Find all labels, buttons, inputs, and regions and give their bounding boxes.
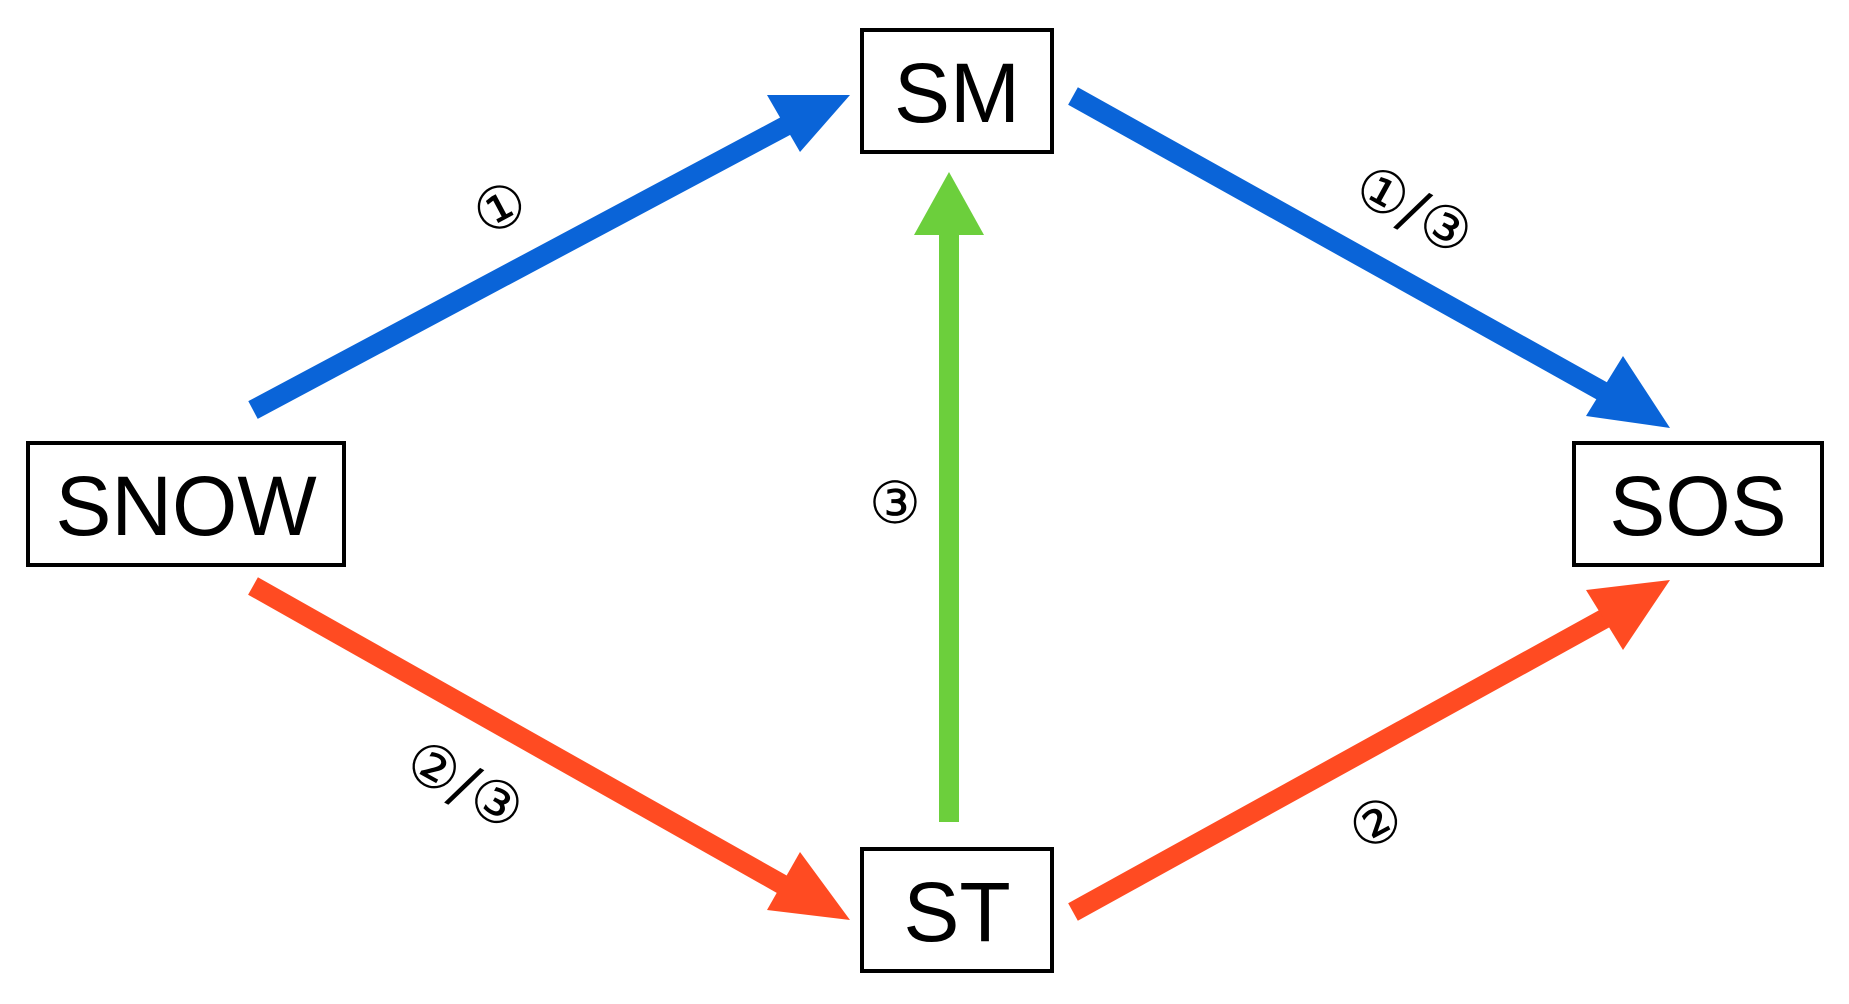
edge-sm-to-sos-arrowhead bbox=[1586, 356, 1670, 428]
edge-st-to-sm bbox=[914, 172, 984, 822]
node-st: ST bbox=[860, 847, 1054, 973]
node-sos-label: SOS bbox=[1609, 459, 1786, 553]
edge-label-snow-to-sm: ① bbox=[461, 166, 539, 250]
node-sm-box bbox=[860, 28, 1054, 154]
edge-st-to-sos-arrowhead bbox=[1586, 580, 1670, 650]
edge-st-to-sos bbox=[1068, 580, 1670, 921]
edge-sm-to-sos bbox=[1068, 87, 1670, 428]
edge-sm-to-sos-shaft bbox=[1068, 87, 1616, 405]
edge-label-st-to-sos: ② bbox=[1337, 781, 1415, 865]
edge-snow-to-sm-shaft bbox=[248, 113, 798, 419]
edge-st-to-sos-shaft bbox=[1068, 606, 1616, 921]
edge-snow-to-sm bbox=[248, 95, 850, 419]
node-st-box bbox=[860, 847, 1054, 973]
node-sm-label: SM bbox=[894, 46, 1020, 140]
edge-snow-to-st-shaft bbox=[248, 577, 797, 899]
node-snow-label: SNOW bbox=[55, 459, 316, 553]
edge-st-to-sm-arrowhead bbox=[914, 172, 984, 235]
node-snow: SNOW bbox=[26, 441, 346, 567]
edges-layer bbox=[248, 87, 1670, 921]
node-st-label: ST bbox=[903, 865, 1010, 959]
nodes-layer: SM SNOW SOS ST bbox=[26, 28, 1824, 973]
node-sos: SOS bbox=[1572, 441, 1824, 567]
node-sos-box bbox=[1572, 441, 1824, 567]
edge-snow-to-sm-arrowhead bbox=[767, 95, 850, 152]
edge-snow-to-st bbox=[248, 577, 850, 920]
edge-snow-to-st-arrowhead bbox=[767, 852, 850, 920]
edge-label-st-to-sm: ③ bbox=[869, 469, 921, 537]
node-snow-box bbox=[26, 441, 346, 567]
node-sm: SM bbox=[860, 28, 1054, 154]
